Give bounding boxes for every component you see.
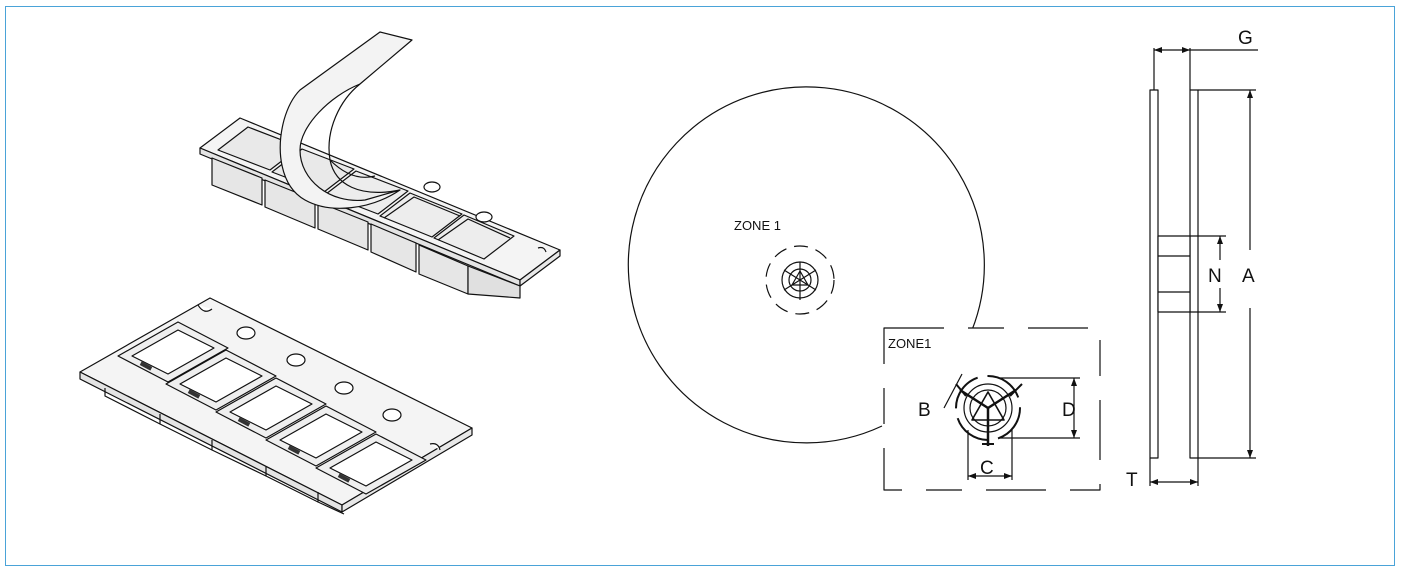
dim-a-label: A: [1242, 266, 1255, 287]
packaging-drawing: ZONE 1 ZONE1 B C D G N A T: [79, 28, 1258, 515]
zone1-detail-label: ZONE1: [888, 336, 931, 351]
dim-c-label: C: [980, 458, 994, 479]
dim-n-label: N: [1208, 266, 1222, 287]
zone1-reel-label: ZONE 1: [734, 218, 781, 233]
carrier-tape-with-cover-drawing: [199, 31, 561, 299]
reel-side-view: [1149, 48, 1258, 486]
dim-b-label: B: [918, 400, 931, 421]
dim-t-label: T: [1126, 470, 1138, 491]
carrier-tape-with-parts-drawing: [79, 297, 473, 515]
dimension-arrows: [968, 47, 1253, 485]
zone1-detail-box: [883, 327, 1101, 491]
dim-g-label: G: [1238, 28, 1253, 49]
dim-d-label: D: [1062, 400, 1076, 421]
